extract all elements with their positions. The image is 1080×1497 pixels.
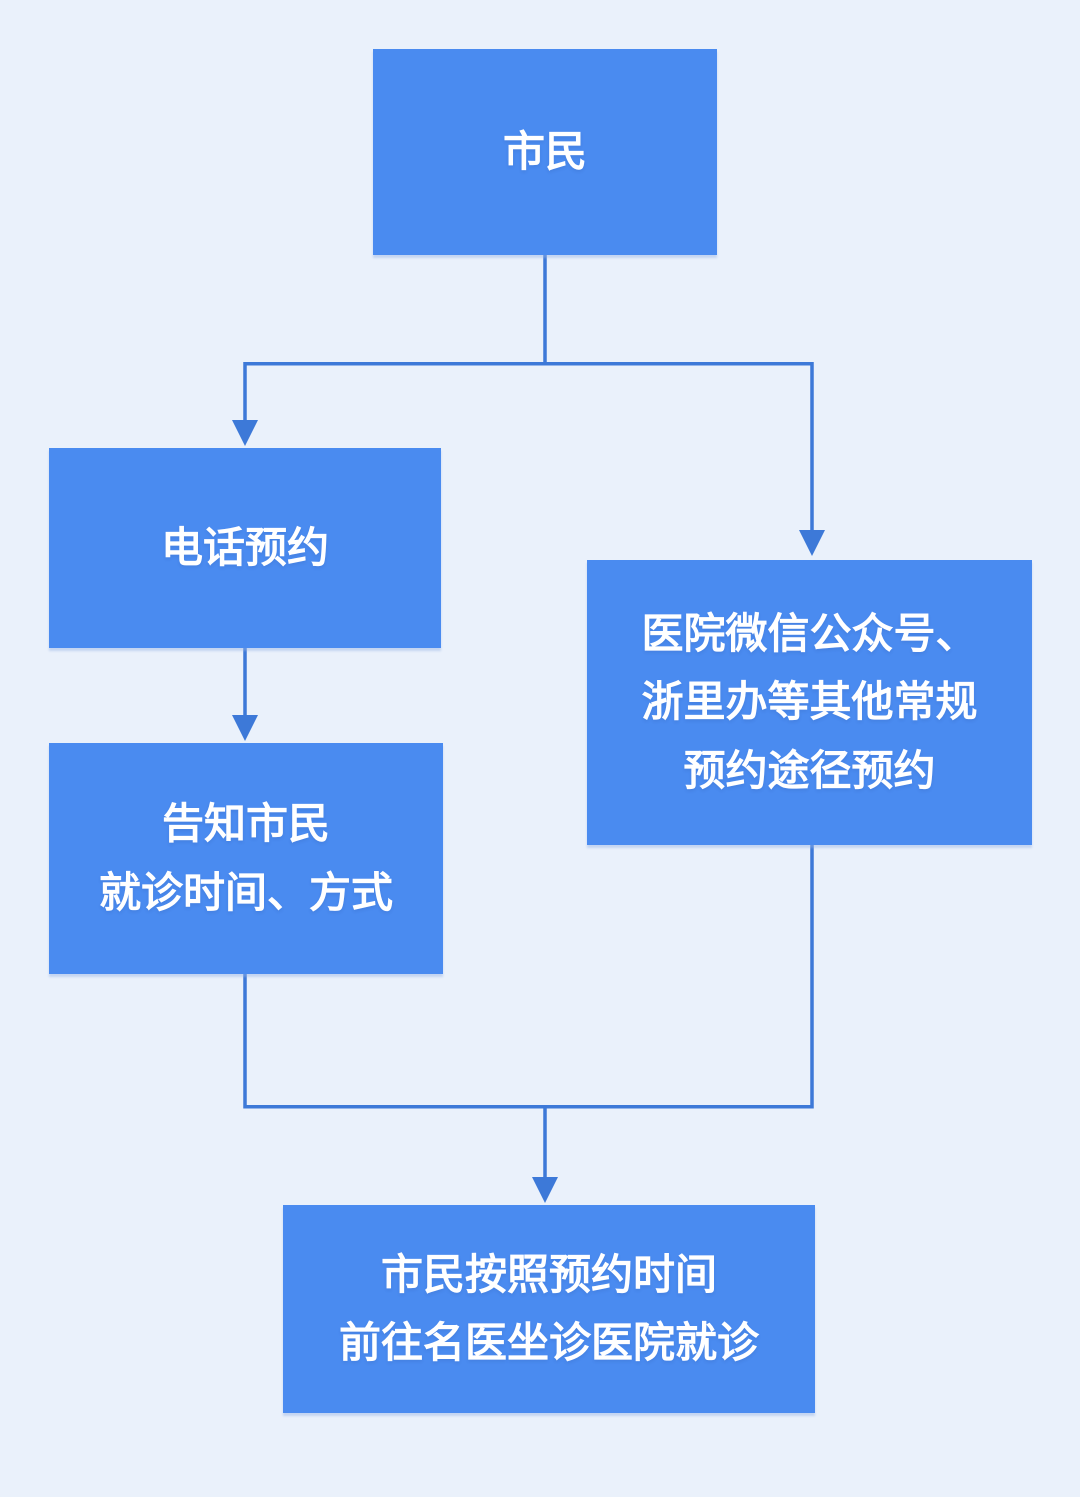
node-inform-citizen-line1: 告知市民 bbox=[161, 800, 330, 848]
arrowhead-into-inform-citizen bbox=[232, 715, 258, 741]
connector-branch-split bbox=[243, 362, 814, 536]
node-phone-booking-label: 电话预约 bbox=[160, 523, 329, 571]
node-inform-citizen: 告知市民 就诊时间、方式 bbox=[49, 743, 443, 974]
node-attend-visit-line1: 市民按照预约时间 bbox=[380, 1250, 717, 1298]
node-phone-booking: 电话预约 bbox=[49, 448, 441, 648]
node-other-channels-line1: 医院微信公众号、 bbox=[641, 610, 978, 658]
node-attend-visit: 市民按照预约时间 前往名医坐诊医院就诊 bbox=[283, 1205, 815, 1413]
node-citizen-label: 市民 bbox=[502, 127, 587, 175]
connector-merge bbox=[243, 845, 814, 1109]
node-other-channels-line3: 预约途径预约 bbox=[683, 746, 936, 794]
node-attend-visit-line2: 前往名医坐诊医院就诊 bbox=[338, 1319, 759, 1366]
node-other-channels-line2: 浙里办等其他常规 bbox=[641, 678, 978, 726]
arrowhead-into-attend-visit bbox=[532, 1177, 558, 1203]
arrowhead-into-other-channels bbox=[799, 530, 825, 556]
node-citizen: 市民 bbox=[373, 49, 717, 255]
node-inform-citizen-line2: 就诊时间、方式 bbox=[98, 868, 393, 916]
node-other-channels: 医院微信公众号、 浙里办等其他常规 预约途径预约 bbox=[587, 560, 1032, 845]
arrowhead-into-phone-booking bbox=[232, 420, 258, 446]
